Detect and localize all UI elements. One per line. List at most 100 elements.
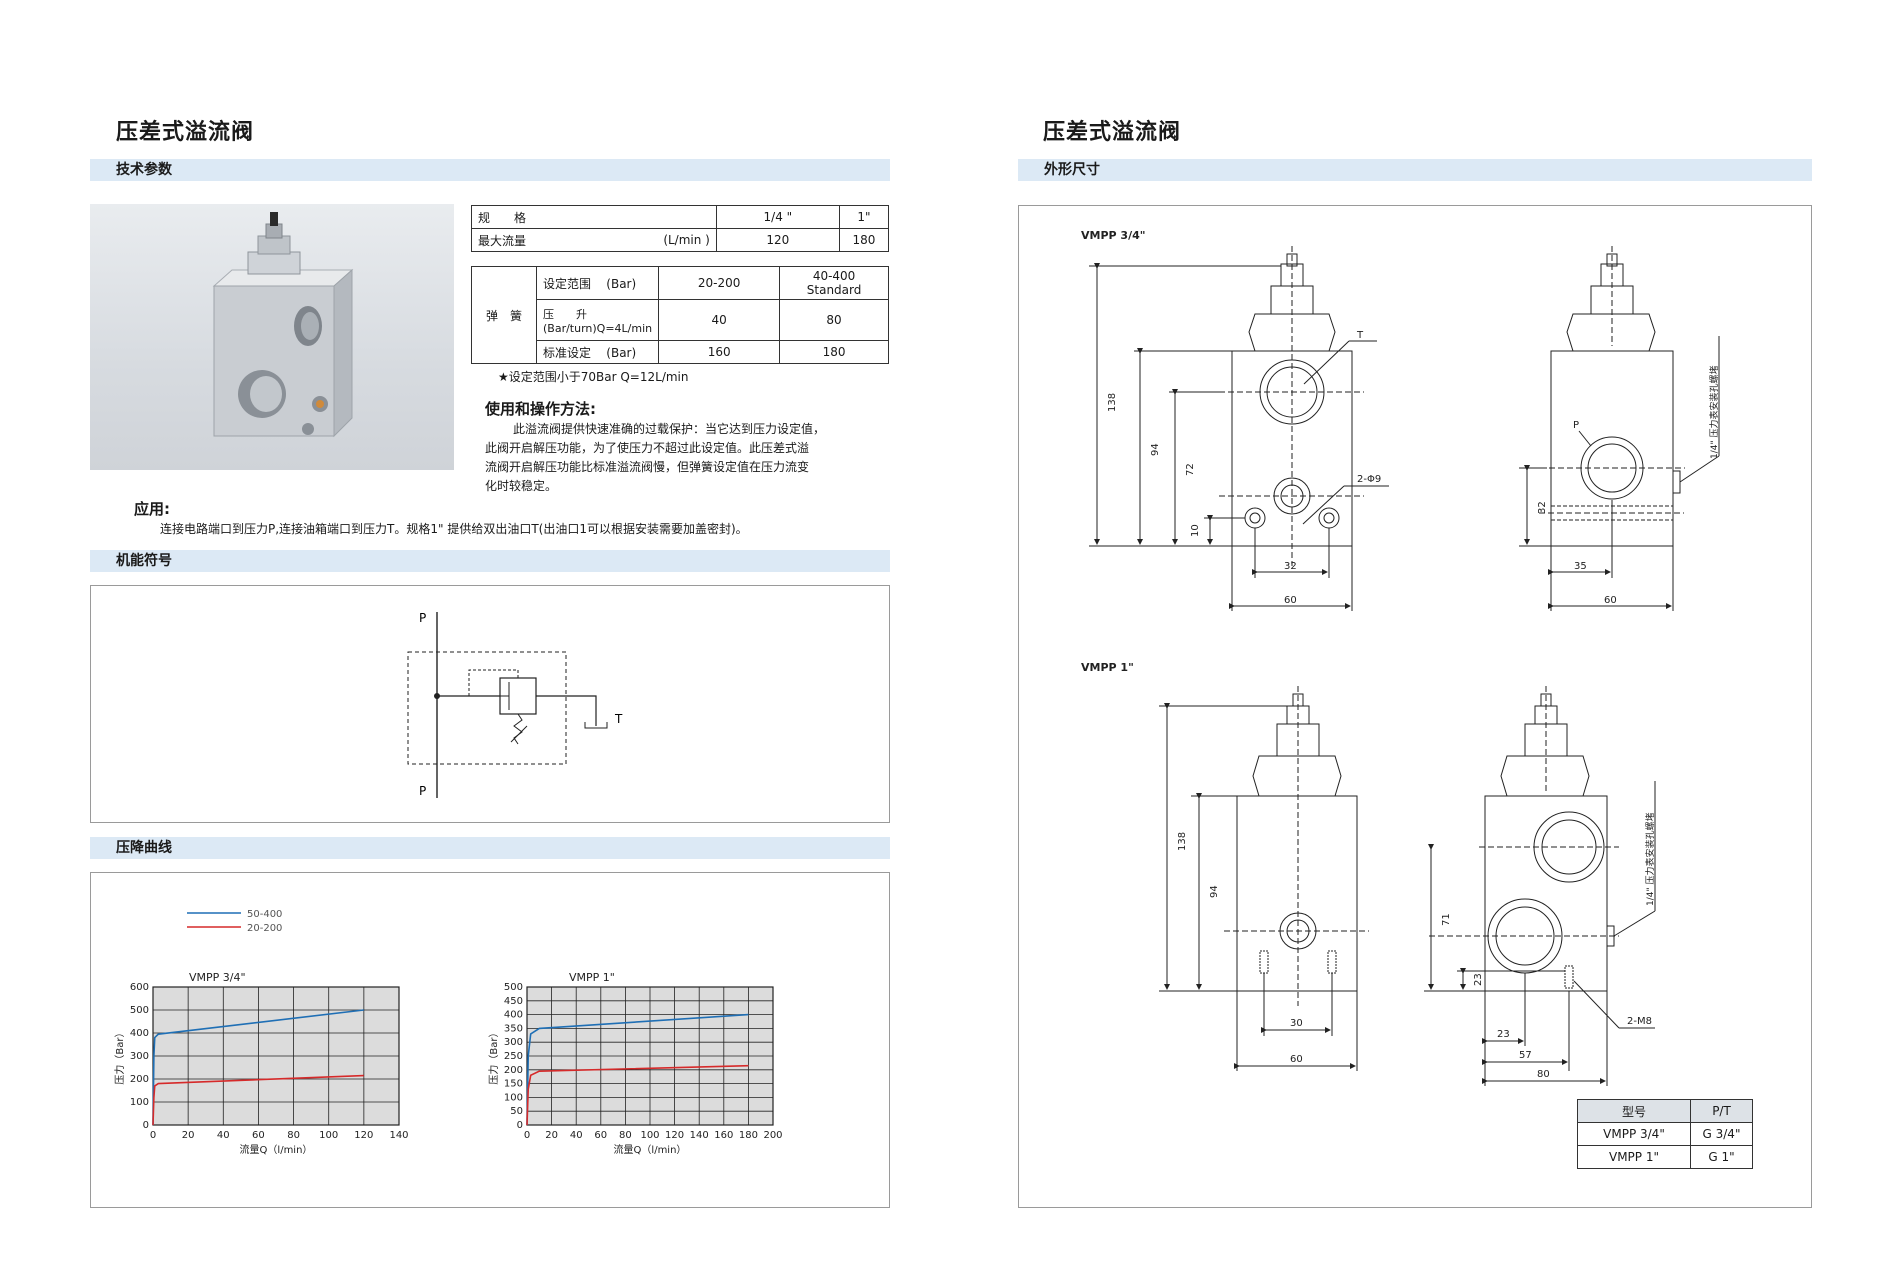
usage-line: 化时较稳定。	[485, 479, 558, 493]
y-tick-label: 350	[504, 1023, 523, 1034]
d1-60: 60	[1290, 1054, 1303, 1065]
y-tick-label: 500	[130, 1005, 149, 1016]
y-tick-label: 300	[504, 1037, 523, 1048]
y-tick-label: 100	[130, 1097, 149, 1108]
x-tick-label: 60	[594, 1130, 607, 1141]
product-photo	[90, 204, 454, 470]
pressure-rise-unit: (Bar/turn)Q=4L/min	[543, 321, 653, 335]
d1-80: 80	[1537, 1069, 1550, 1080]
x-tick-label: 80	[619, 1130, 632, 1141]
d34-10: 10	[1190, 524, 1201, 537]
y-tick-label: 400	[130, 1028, 149, 1039]
x-axis-label: 流量Q（l/min）	[614, 1143, 687, 1156]
symbol-header: 机能符号	[90, 550, 890, 572]
y-tick-label: 300	[130, 1051, 149, 1062]
x-tick-label: 60	[252, 1130, 265, 1141]
d1-71: 71	[1441, 913, 1452, 926]
d34-holes: 2-Φ9	[1357, 474, 1381, 485]
x-tick-label: 20	[545, 1130, 558, 1141]
d34-60: 60	[1284, 595, 1297, 606]
spec-table-spring: 弹 簧 设定范围 (Bar) 20-200 40-400 Standard 压 …	[471, 266, 889, 364]
dimension-frame: VMPP 3/4" 13	[1018, 205, 1812, 1208]
application-title: 应用:	[134, 500, 170, 518]
x-tick-label: 200	[763, 1130, 782, 1141]
rise-a: 40	[658, 299, 781, 341]
ports-row-pt: G 1"	[1690, 1145, 1753, 1169]
range-label: 设定范围 (Bar)	[535, 266, 660, 300]
s34-60: 60	[1604, 595, 1617, 606]
usage-line: 此溢流阀提供快速准确的过载保护：当它达到压力设定值，	[513, 422, 826, 436]
x-tick-label: 120	[665, 1130, 684, 1141]
pressure-rise-label: 压 升(Bar/turn)Q=4L/min	[535, 299, 660, 341]
ports-table: 型号 P/T VMPP 3/4" G 3/4" VMPP 1" G 1"	[1577, 1099, 1753, 1169]
std-a: 160	[658, 340, 781, 364]
y-tick-label: 450	[504, 996, 523, 1007]
spring-label: 弹 簧	[471, 266, 537, 364]
curve-header: 压降曲线	[90, 837, 890, 859]
symbol-t: T	[614, 712, 623, 726]
d34-94: 94	[1150, 443, 1161, 456]
y-axis-label: 压力（Bar）	[113, 1027, 126, 1084]
y-tick-label: 500	[504, 982, 523, 993]
d1-138: 138	[1177, 832, 1188, 851]
right-page-title: 压差式溢流阀	[1043, 120, 1182, 145]
d1-57: 57	[1519, 1050, 1532, 1061]
symbol-p-top: P	[419, 611, 426, 625]
x-axis-label: 流量Q（l/min）	[240, 1143, 313, 1156]
series-line-20-200	[152, 1074, 364, 1126]
spec-col-label: 规 格	[471, 205, 717, 229]
flow-unit: (L/min )	[595, 228, 717, 252]
x-tick-label: 0	[524, 1130, 530, 1141]
spec-table-flow: 规 格 1/4 " 1" 最大流量 (L/min ) 120 180	[471, 205, 890, 252]
y-tick-label: 0	[143, 1120, 149, 1131]
std-setting-text: 标准设定	[543, 345, 592, 360]
d1-gauge: 1/4" 压力表安装孔螺堵	[1644, 813, 1656, 907]
symbol-p-bottom: P	[419, 784, 426, 798]
dimension-header: 外形尺寸	[1018, 159, 1812, 181]
ports-row-pt: G 3/4"	[1690, 1122, 1753, 1146]
y-tick-label: 250	[504, 1051, 523, 1062]
flow-label: 最大流量	[471, 228, 596, 252]
std-setting-label: 标准设定 (Bar)	[535, 340, 660, 364]
s34-32: 32	[1537, 501, 1548, 514]
x-tick-label: 140	[690, 1130, 709, 1141]
x-tick-label: 160	[714, 1130, 733, 1141]
ports-row-model: VMPP 3/4"	[1577, 1122, 1691, 1146]
vmpp1-label: VMPP 1"	[1081, 661, 1134, 674]
ports-h-model: 型号	[1577, 1099, 1691, 1123]
usage-text: 此溢流阀提供快速准确的过载保护：当它达到压力设定值， 此阀开启解压功能，为了使压…	[485, 420, 895, 496]
usage-line: 此阀开启解压功能，为了使压力不超过此设定值。此压差式溢	[485, 441, 810, 455]
vmpp34-label: VMPP 3/4"	[1081, 229, 1145, 242]
x-tick-label: 40	[570, 1130, 583, 1141]
d34-p: P	[1573, 420, 1579, 431]
rise-b: 80	[779, 299, 889, 341]
y-tick-label: 200	[504, 1065, 523, 1076]
d34-72: 72	[1185, 463, 1196, 476]
d1-23w: 23	[1497, 1029, 1510, 1040]
x-tick-label: 0	[150, 1130, 156, 1141]
usage-line: 流阀开启解压功能比标准溢流阀慢，但弹簧设定值在压力流变	[485, 460, 810, 474]
tech-params-header: 技术参数	[90, 159, 890, 181]
series-line-50-400	[526, 1013, 749, 1126]
range-unit: (Bar)	[606, 276, 637, 291]
x-tick-label: 40	[217, 1130, 230, 1141]
d1-94: 94	[1209, 885, 1220, 898]
x-tick-label: 80	[287, 1130, 300, 1141]
d34-gauge: 1/4" 压力表安装孔螺堵	[1708, 366, 1720, 460]
d1-23v: 23	[1473, 973, 1484, 986]
x-tick-label: 180	[739, 1130, 758, 1141]
x-tick-label: 20	[182, 1130, 195, 1141]
std-setting-unit: (Bar)	[606, 345, 637, 360]
d34-138: 138	[1107, 393, 1118, 412]
y-tick-label: 100	[504, 1092, 523, 1103]
spec-col-b: 1"	[838, 205, 890, 229]
x-tick-label: 140	[389, 1130, 408, 1141]
ports-h-pt: P/T	[1690, 1099, 1753, 1123]
y-axis-label: 压力（Bar）	[487, 1027, 500, 1084]
x-tick-label: 100	[640, 1130, 659, 1141]
x-tick-label: 120	[354, 1130, 373, 1141]
series-line-50-400	[152, 1009, 364, 1126]
std-b: 180	[779, 340, 889, 364]
range-b: 40-400 Standard	[779, 266, 889, 300]
